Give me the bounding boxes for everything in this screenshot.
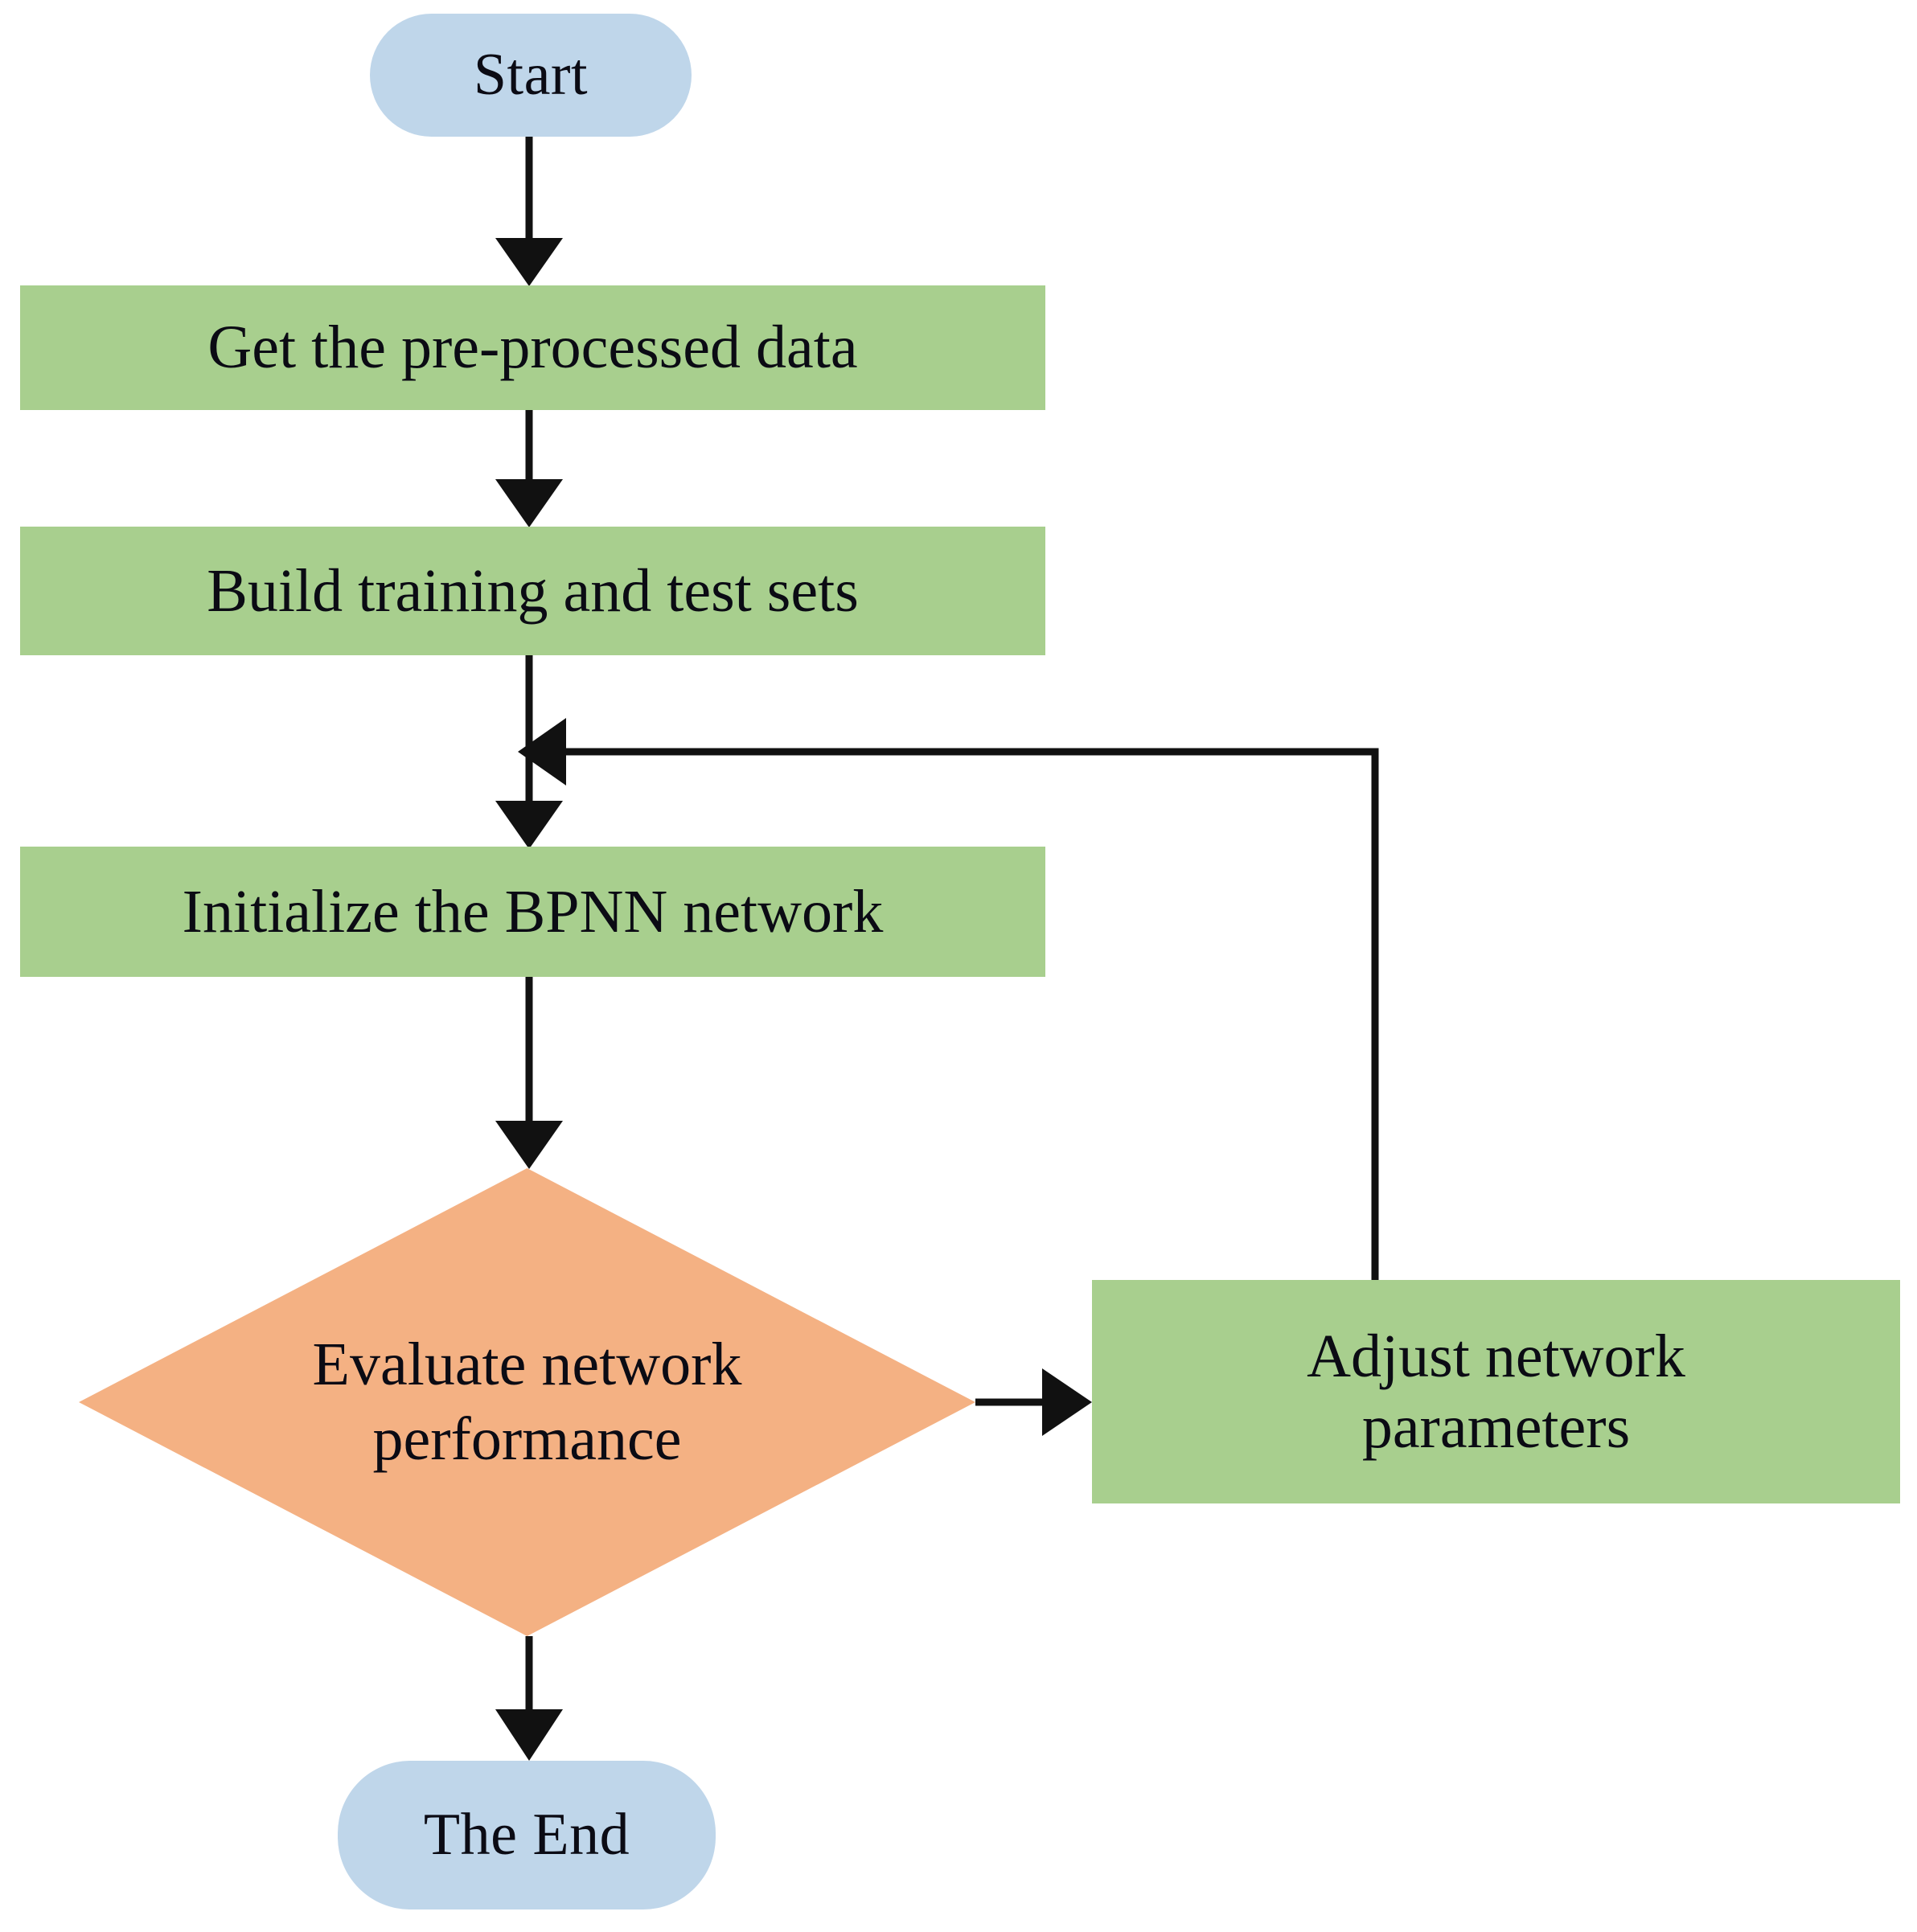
node-get-data-label: Get the pre-processed data (207, 314, 858, 382)
edge-build-sets-to-init (495, 655, 563, 849)
edge-get-data-to-build-sets (495, 410, 563, 527)
node-evaluate[interactable]: Evaluate network performance (79, 1168, 975, 1636)
edge-init-to-evaluate (495, 977, 563, 1169)
node-init-network[interactable]: Initialize the BPNN network (20, 847, 1045, 977)
node-get-data[interactable]: Get the pre-processed data (20, 285, 1045, 410)
node-init-network-label: Initialize the BPNN network (182, 877, 884, 945)
node-adjust[interactable]: Adjust network parameters (1092, 1280, 1900, 1503)
node-build-sets[interactable]: Build training and test sets (20, 527, 1045, 655)
edge-start-to-get-data (495, 137, 563, 286)
node-start-label: Start (473, 42, 589, 108)
node-end-label: The End (423, 1802, 630, 1868)
decision-diamond-shape (79, 1168, 975, 1636)
node-start[interactable]: Start (370, 14, 692, 137)
edge-evaluate-to-end (495, 1636, 563, 1761)
node-end[interactable]: The End (338, 1761, 716, 1909)
node-adjust-label: Adjust network parameters (1307, 1322, 1685, 1461)
node-build-sets-label: Build training and test sets (207, 556, 859, 625)
edge-evaluate-to-adjust (975, 1368, 1092, 1436)
